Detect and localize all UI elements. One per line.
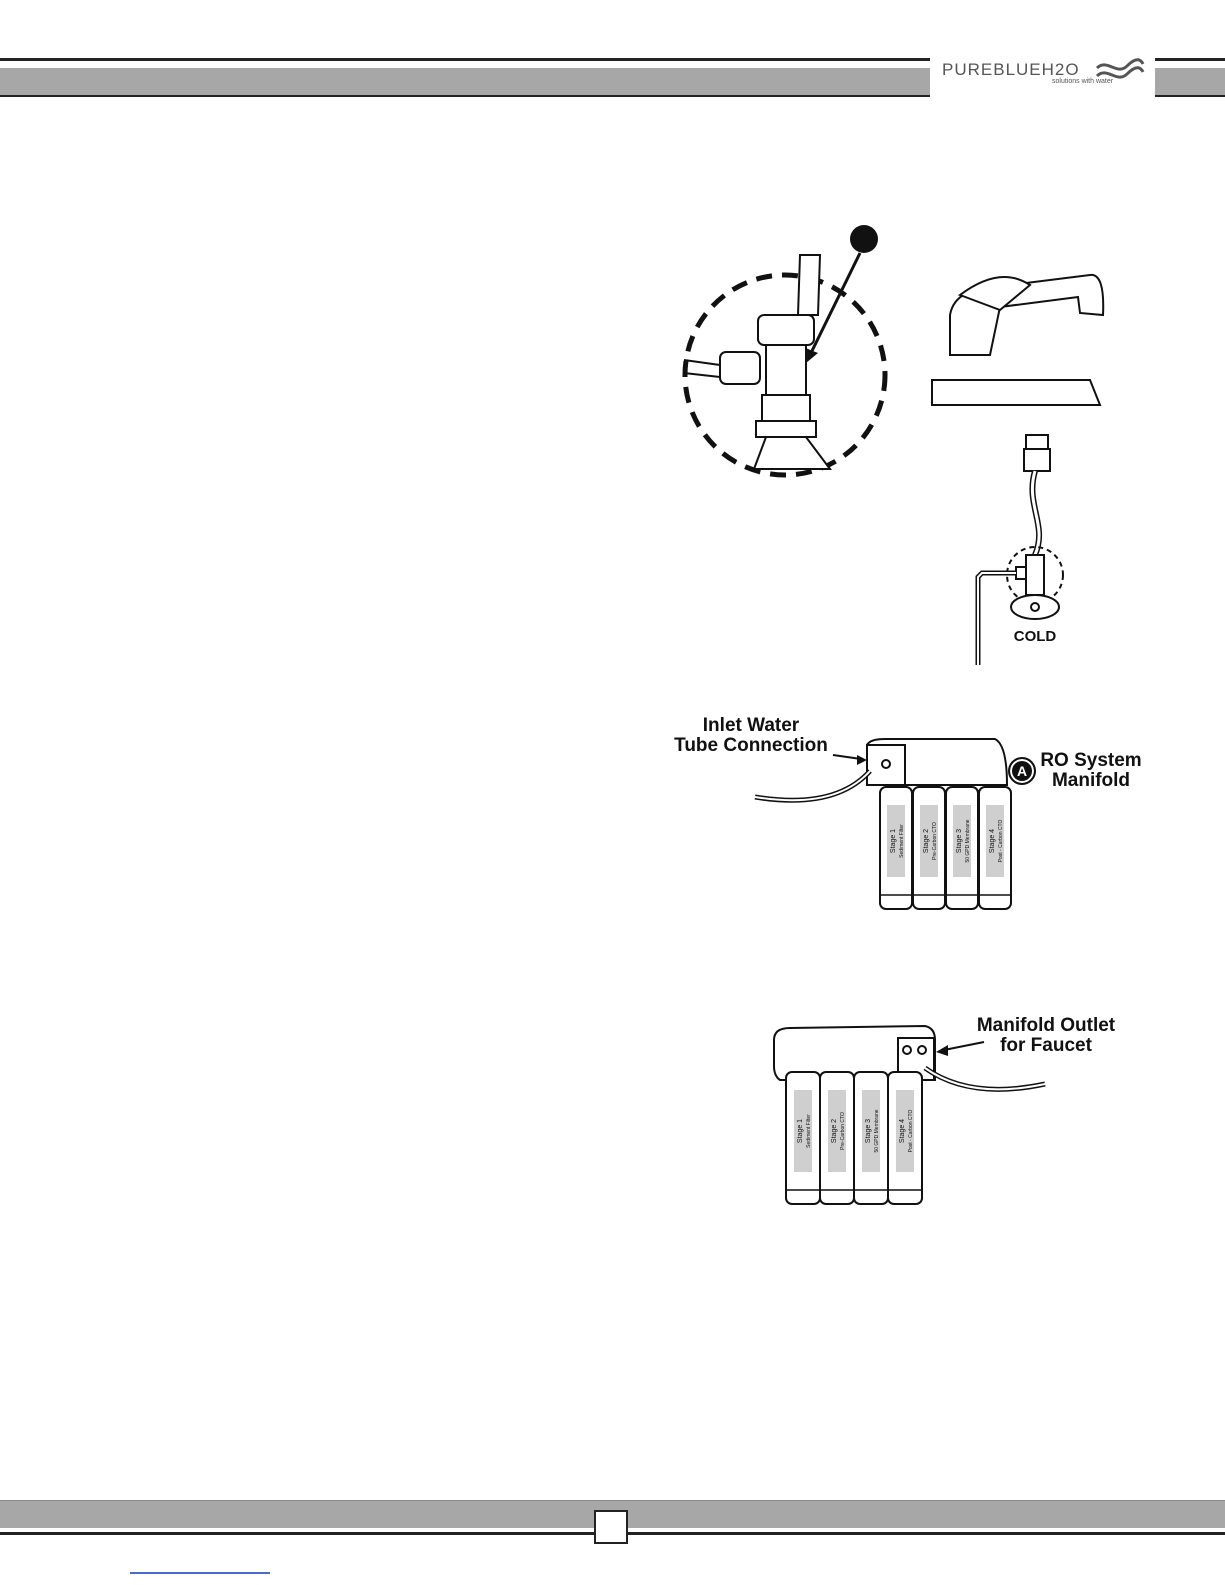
filter-label-panel (986, 805, 1004, 877)
brand-logo: PUREBLUEH2O solutions with water (930, 46, 1155, 98)
inlet-label: Inlet Water Tube Connection (666, 716, 836, 756)
filter-stage-label: Stage 4 (899, 1119, 906, 1143)
logo-text: PUREBLUEH2O (942, 59, 1080, 79)
filter-description: Pre-Carbon CTO (840, 1112, 846, 1150)
filter-label-panel (896, 1090, 914, 1172)
filter-description: Post - Carbon CTO (908, 1110, 914, 1153)
filter-label-panel (862, 1090, 880, 1172)
filter-description: 50 GPD Membrane (965, 819, 971, 862)
page-number-box (594, 1510, 628, 1544)
filter-description: Sediment Filter (899, 824, 905, 858)
filter-stage-label: Stage 1 (797, 1119, 804, 1143)
filter-label-panel (828, 1090, 846, 1172)
filter-label-panel (887, 805, 905, 877)
footer-link-underline[interactable] (130, 1572, 270, 1574)
filter-stage-label: Stage 1 (890, 829, 897, 853)
filter-label-panel (794, 1090, 812, 1172)
inlet-label-line2: Tube Connection (674, 734, 828, 756)
filter-stage-label: Stage 3 (956, 829, 963, 853)
filter-description: Pre-Carbon CTO (932, 822, 938, 860)
filter-label-panel (953, 805, 971, 877)
filter-stage-label: Stage 4 (989, 829, 996, 853)
filter-description: Post - Carbon CTO (998, 820, 1004, 863)
wave-logo-icon (1095, 58, 1145, 79)
manifold-label: RO System Manifold (1026, 751, 1156, 791)
filter-label-panel (920, 805, 938, 877)
filter-stage-label: Stage 3 (865, 1119, 872, 1143)
outlet-label-line2: for Faucet (1000, 1034, 1092, 1056)
outlet-label: Manifold Outlet for Faucet (966, 1016, 1126, 1056)
header-rule (0, 58, 1225, 61)
inlet-label-line1: Inlet Water (702, 715, 800, 736)
filter-description: 50 GPD Membrane (874, 1109, 880, 1152)
callout-dot (850, 225, 878, 253)
cold-label: COLD (1014, 628, 1057, 645)
outlet-label-line1: Manifold Outlet (976, 1015, 1116, 1036)
filter-description: Sediment Filter (806, 1114, 812, 1148)
logo-tagline: solutions with water (1052, 77, 1114, 85)
cold-water-valve-illustration: COLD (682, 225, 1105, 665)
filter-stage-label: Stage 2 (923, 829, 930, 853)
manifold-label-line1: RO System (1040, 750, 1142, 771)
manifold-label-line2: Manifold (1051, 769, 1131, 791)
filter-stage-label: Stage 2 (831, 1119, 838, 1143)
callout-a-badge: A (1008, 757, 1036, 785)
